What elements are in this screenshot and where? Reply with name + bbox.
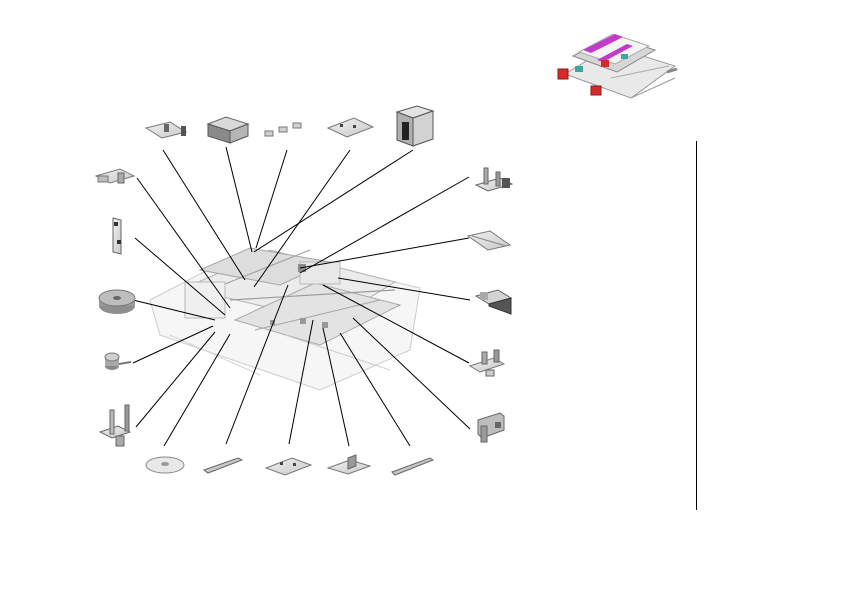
box-icon [395, 105, 435, 147]
clip-set-icon [264, 122, 302, 137]
hinge-icon [94, 168, 136, 184]
leader-line [132, 299, 216, 321]
leader-line [132, 325, 214, 364]
angle-bracket-icon [326, 454, 372, 475]
flat-plate-icon [326, 117, 375, 138]
leader-line [136, 177, 231, 309]
leader-line [322, 327, 350, 447]
leader-line [135, 331, 216, 428]
disk-icon [98, 289, 136, 314]
bracket-plate-icon [144, 121, 188, 139]
leader-line [337, 277, 471, 301]
assembly-thumbnail [557, 33, 678, 99]
hinge-icon [468, 349, 506, 377]
vertical-divider [696, 141, 697, 510]
leader-line [352, 317, 471, 430]
bracket-icon [474, 167, 514, 192]
stand-icon [98, 404, 132, 447]
leader-lines [132, 146, 471, 447]
leader-line [162, 149, 246, 281]
plate-icon [264, 457, 313, 476]
block-icon [477, 412, 505, 443]
rod-icon [202, 457, 244, 474]
leader-line [134, 237, 226, 316]
leader-line [225, 284, 289, 445]
leader-line [299, 237, 470, 269]
vertical-bracket-icon [112, 217, 122, 255]
leader-line [253, 149, 351, 288]
leader-line [163, 333, 231, 447]
leader-line [288, 319, 314, 445]
clamp-icon [474, 289, 513, 315]
leader-line [339, 332, 411, 447]
leader-line [253, 149, 414, 253]
central-assembly [149, 247, 421, 391]
leader-line [225, 146, 253, 253]
leader-line [299, 176, 470, 274]
roller-icon [104, 352, 132, 370]
rounded-block-icon [206, 116, 250, 144]
rail-icon [466, 230, 512, 251]
shaft-icon [391, 457, 435, 476]
washer-icon [145, 456, 185, 474]
leader-line [255, 149, 288, 249]
leader-line [322, 284, 470, 364]
